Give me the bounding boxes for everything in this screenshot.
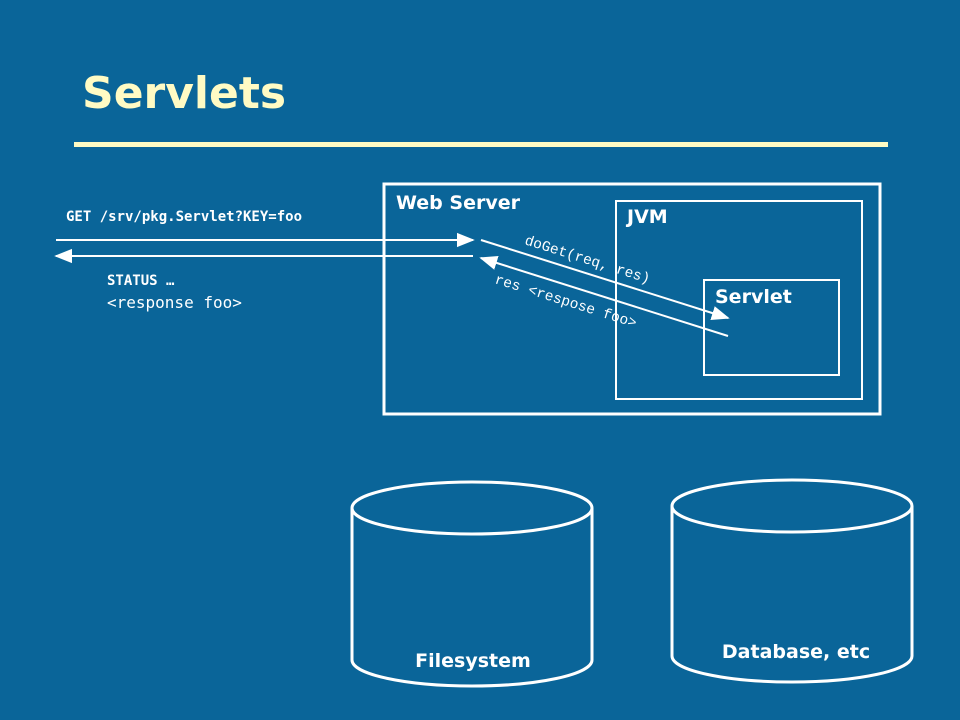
doget-label: doGet(req, res) [522,234,651,289]
web-server-box [382,182,882,416]
servlet-label: Servlet [715,286,792,308]
filesystem-cylinder [350,480,594,688]
response-body: <response foo> [107,293,242,312]
slide-title: Servlets [82,68,287,119]
web-server-label: Web Server [396,192,521,214]
title-underline [74,142,888,147]
filesystem-label: Filesystem [415,650,531,672]
response-status: STATUS … [107,273,175,289]
database-label: Database, etc [722,641,870,663]
res-arrow [479,256,729,337]
jvm-label: JVM [625,206,668,228]
http-request-line: GET /srv/pkg.Servlet?KEY=foo [66,209,302,225]
doget-arrow [480,239,730,320]
database-cylinder [670,478,914,684]
